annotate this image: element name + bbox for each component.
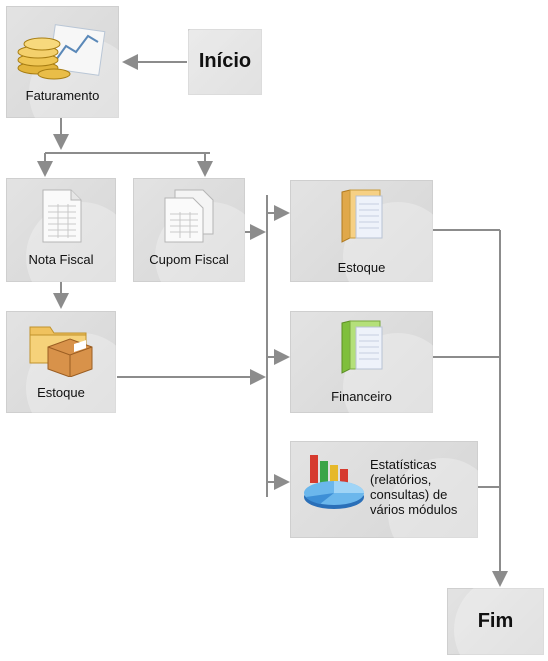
coins-chart-icon <box>17 24 106 80</box>
label-estatisticas-line2: (relatórios, <box>370 472 432 487</box>
node-faturamento[interactable]: Faturamento <box>6 6 119 118</box>
label-estatisticas: Estatísticas (relatórios, consultas) de … <box>370 457 457 517</box>
label-nota-fiscal: Nota Fiscal <box>28 252 94 267</box>
label-estoque-right: Estoque <box>337 260 386 275</box>
folder-yellow-icon <box>341 189 383 243</box>
folder-green-icon <box>341 320 383 374</box>
document-icon <box>42 189 82 243</box>
node-estoque-right[interactable]: Estoque <box>290 180 433 282</box>
label-estatisticas-line3: consultas) de <box>370 487 448 502</box>
label-financeiro: Financeiro <box>331 389 392 404</box>
label-estatisticas-line1: Estatísticas <box>370 457 437 472</box>
label-fim: Fim <box>477 610 514 632</box>
label-estatisticas-line4: vários módulos <box>370 502 458 517</box>
label-cupom-fiscal: Cupom Fiscal <box>149 252 229 267</box>
node-inicio[interactable]: Início <box>188 29 262 95</box>
pie-bar-chart-icon <box>304 455 364 509</box>
node-estoque-left[interactable]: Estoque <box>6 311 116 413</box>
node-cupom-fiscal[interactable]: Cupom Fiscal <box>133 178 245 282</box>
label-estoque-left: Estoque <box>37 385 85 400</box>
node-nota-fiscal[interactable]: Nota Fiscal <box>6 178 116 282</box>
folder-box-icon <box>29 326 93 377</box>
label-faturamento: Faturamento <box>25 88 100 103</box>
node-financeiro[interactable]: Financeiro <box>290 311 433 413</box>
label-inicio: Início <box>198 50 252 72</box>
node-estatisticas[interactable]: Estatísticas (relatórios, consultas) de … <box>290 441 478 538</box>
documents-icon <box>164 189 214 243</box>
node-fim[interactable]: Fim <box>447 588 544 655</box>
